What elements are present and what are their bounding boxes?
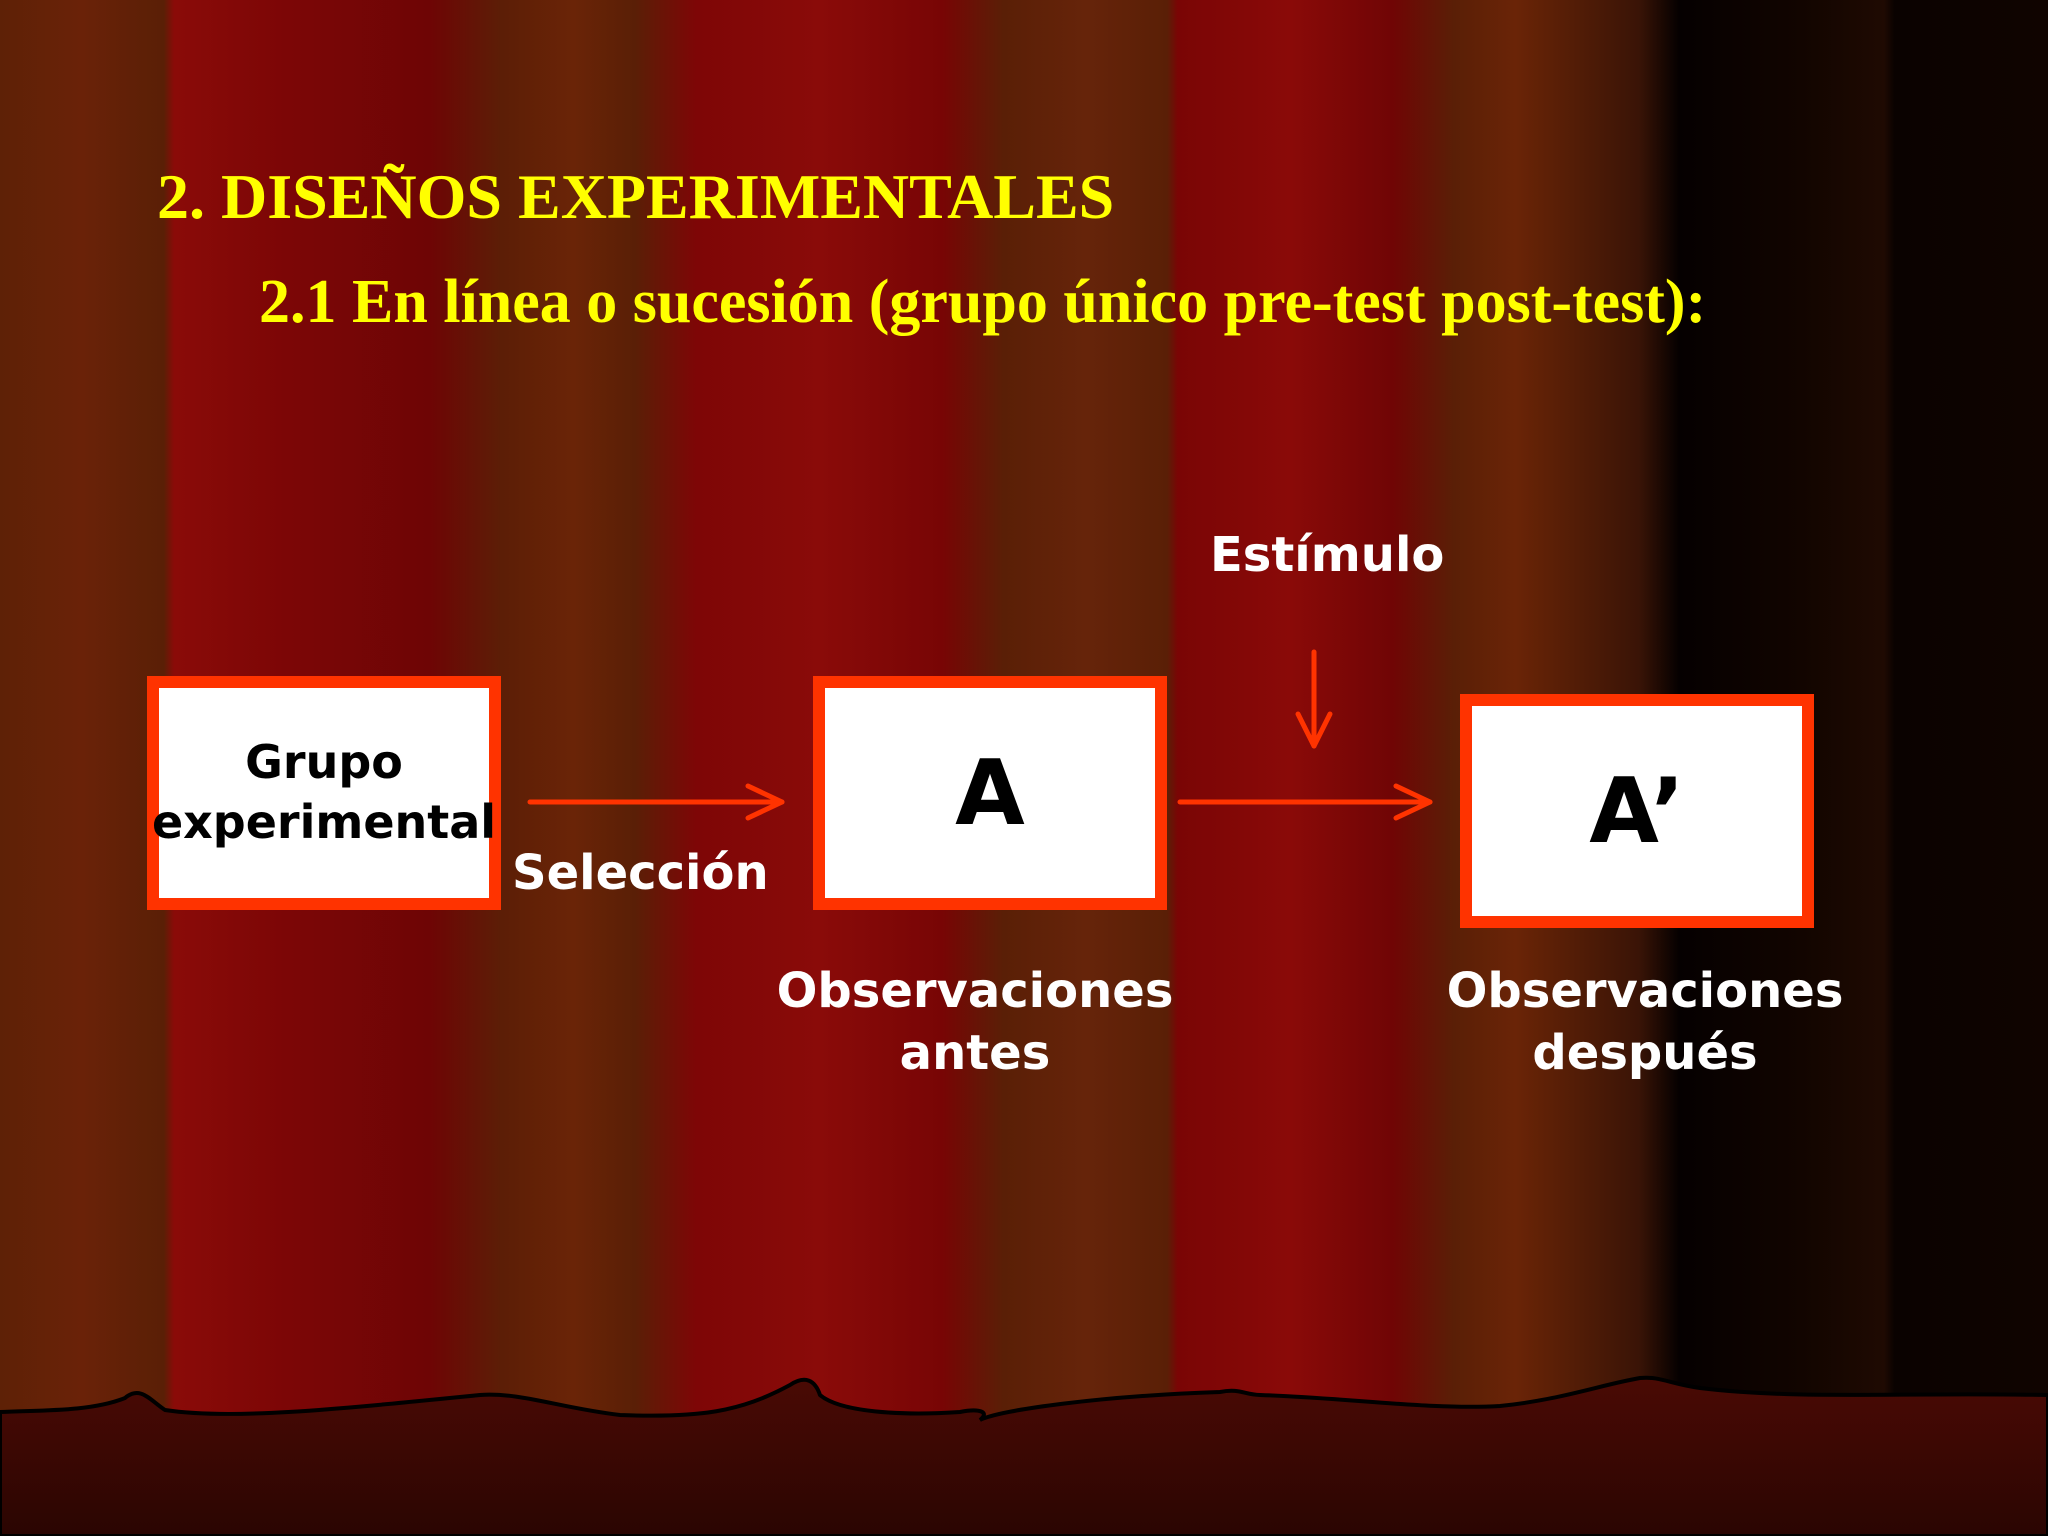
label-seleccion: Selección xyxy=(512,845,769,901)
node-grupo-experimental: Grupo experimental xyxy=(147,676,501,910)
label-obs-despues-line1: Observaciones xyxy=(1446,963,1844,1019)
node-a-prime: A’ xyxy=(1460,694,1814,928)
node-a: A xyxy=(813,676,1167,910)
label-observaciones-despues: Observaciones después xyxy=(1440,960,1850,1085)
arrow-estimulo xyxy=(1295,649,1333,749)
node-grupo-line2: experimental xyxy=(151,795,497,849)
slide-subtitle: 2.1 En línea o sucesión (grupo único pre… xyxy=(259,268,1707,336)
node-a-prime-label: A’ xyxy=(1589,758,1685,864)
arrow-seleccion xyxy=(527,783,785,821)
stage-floor xyxy=(0,1375,2048,1536)
node-a-label: A xyxy=(955,740,1025,846)
node-grupo-line1: Grupo xyxy=(245,735,403,790)
slide-title: 2. DISEÑOS EXPERIMENTALES xyxy=(157,161,1115,232)
label-estimulo: Estímulo xyxy=(1210,527,1445,583)
label-obs-antes-line2: antes xyxy=(899,1025,1051,1082)
arrow-to-a-prime xyxy=(1177,783,1433,821)
label-obs-despues-line2: después xyxy=(1532,1025,1758,1082)
label-observaciones-antes: Observaciones antes xyxy=(770,960,1180,1085)
label-obs-antes-line1: Observaciones xyxy=(776,963,1174,1019)
